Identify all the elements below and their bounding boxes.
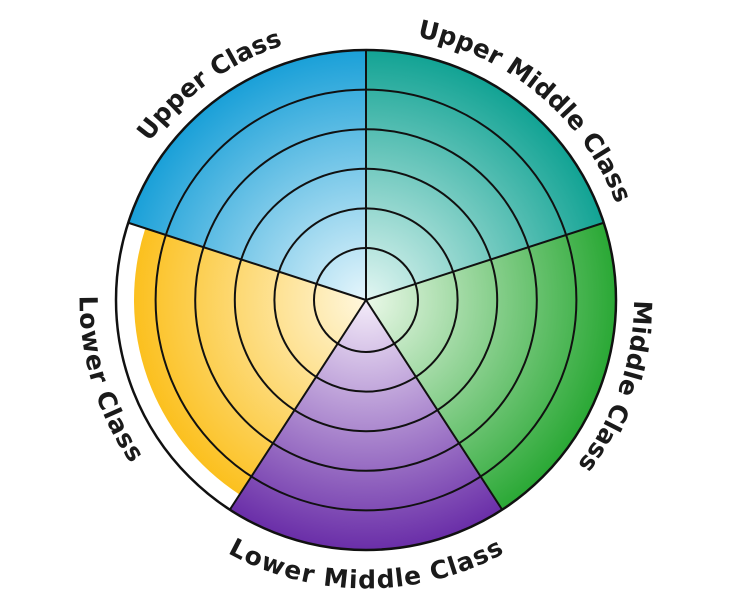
divider-line: [229, 299, 367, 511]
segment-upper-middle-class: [366, 50, 604, 300]
segment-upper-class: [128, 50, 366, 300]
divider-line: [365, 299, 503, 511]
segment-middle-class: [366, 222, 616, 510]
outer-ring: [114, 48, 618, 552]
dividers-layer: [127, 50, 605, 511]
segment-lower-middle-class: [229, 300, 503, 550]
divider-line: [127, 221, 367, 301]
divider-line: [365, 221, 605, 301]
